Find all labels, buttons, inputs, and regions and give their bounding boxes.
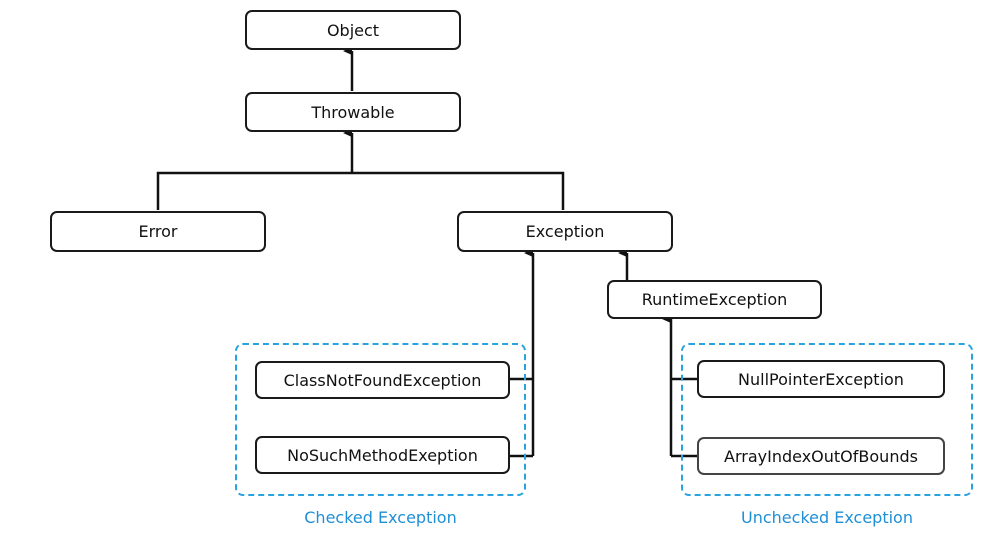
null-pointer-exception-node: NullPointerException — [697, 360, 945, 398]
exception-node: Exception — [457, 211, 673, 252]
connector-exception-throwable — [352, 171, 565, 210]
unchecked-exception-label: Unchecked Exception — [741, 508, 913, 527]
unchecked-exception-group — [681, 343, 973, 496]
runtime-exception-node: RuntimeException — [607, 280, 822, 319]
object-node: Object — [245, 10, 461, 50]
checked-exception-group — [235, 343, 526, 496]
error-node: Error — [50, 211, 266, 252]
no-such-method-exeption-node: NoSuchMethodExeption — [255, 436, 510, 474]
class-not-found-exception-node: ClassNotFoundException — [255, 361, 510, 399]
array-index-out-of-bounds-node: ArrayIndexOutOfBounds — [697, 437, 945, 475]
throwable-node: Throwable — [245, 92, 461, 132]
connector-error-throwable — [156, 171, 352, 210]
checked-exception-label: Checked Exception — [304, 508, 457, 527]
